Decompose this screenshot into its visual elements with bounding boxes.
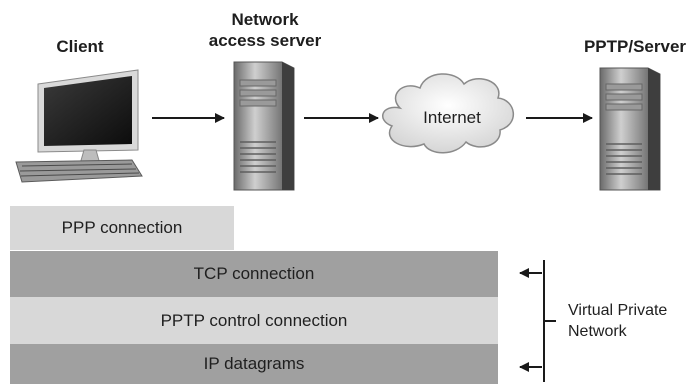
layer-pptp-control-connection: PPTP control connection (10, 297, 498, 344)
nas-label: Network access server (208, 10, 322, 50)
pptp-server-label: PPTP/Server (583, 37, 687, 56)
vpn-label: Virtual Private Network (568, 302, 668, 340)
internet-cloud-icon (382, 73, 514, 154)
client-computer-icon (15, 69, 143, 183)
vpn-bracket (519, 260, 556, 382)
layer-ip-datagrams: IP datagrams (10, 344, 498, 384)
layer-ppp-connection: PPP connection (10, 206, 234, 250)
internet-label: Internet (423, 108, 481, 127)
client-label: Client (56, 37, 104, 56)
layer-tcp-connection: TCP connection (10, 251, 498, 297)
pptp-server-icon (599, 67, 661, 191)
nas-server-icon (233, 61, 295, 191)
